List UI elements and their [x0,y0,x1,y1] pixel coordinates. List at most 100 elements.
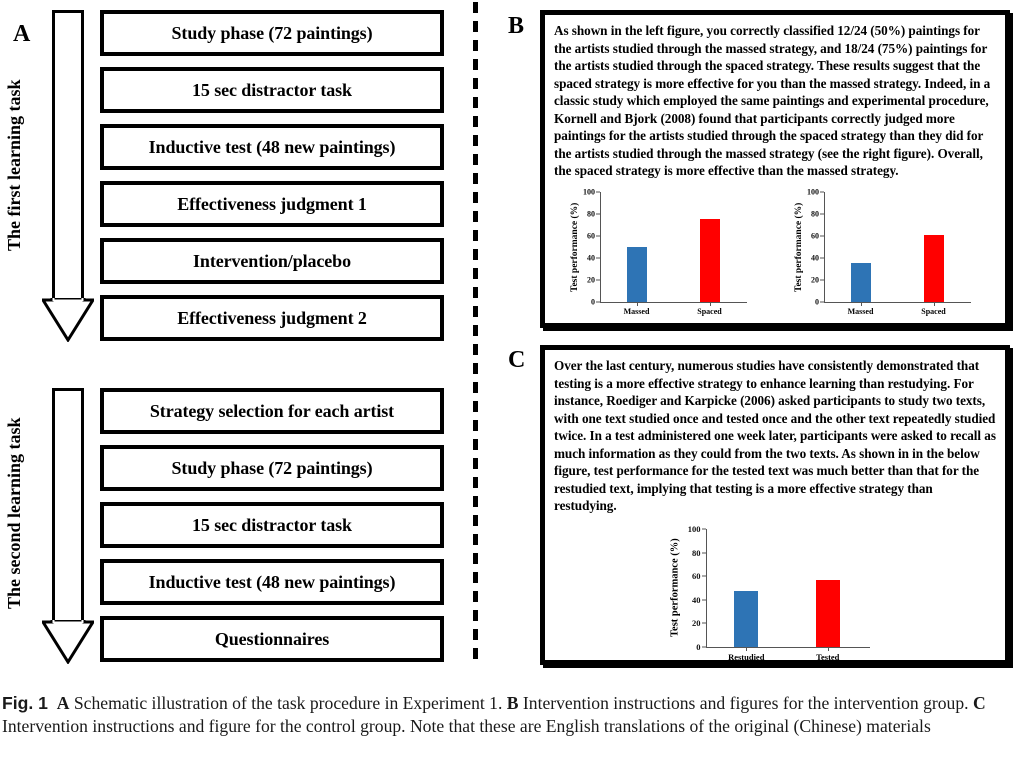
y-tick-label: 20 [587,275,595,285]
x-tick-mark [933,301,935,306]
y-tick-mark [596,213,600,215]
x-tick-label: Massed [623,306,650,316]
arrow-head-icon [42,298,94,342]
y-axis-label: Test performance (%) [669,538,680,638]
y-tick-mark [701,622,706,624]
caption-c-letter: C [972,693,986,713]
x-tick-label: Massed [847,306,874,316]
y-tick-mark [701,575,706,577]
panel-a-letter: A [13,21,31,47]
bar [815,579,840,647]
arrow-head-icon [42,620,94,664]
y-tick-label: 0 [696,641,701,652]
step-box[interactable]: 15 sec distractor task [100,67,444,113]
panel-b-letter: B [508,13,525,39]
bar [699,219,720,302]
x-tick-mark [709,301,711,306]
y-tick-mark [596,235,600,237]
y-tick-label: 40 [811,253,819,263]
y-tick-label: 80 [587,209,595,219]
second-task-step-list: Strategy selection for each artist Study… [100,388,444,673]
y-tick-label: 20 [811,275,819,285]
y-tick-label: 40 [587,253,595,263]
y-tick-label: 100 [583,187,595,197]
x-tick-mark [746,646,748,651]
y-tick-mark [820,257,824,259]
caption-c-text: Intervention instructions and figure for… [2,716,931,737]
step-box[interactable]: Intervention/placebo [100,238,444,284]
step-box[interactable]: Effectiveness judgment 2 [100,295,444,341]
caption-fig-label: Fig. 1 [2,693,48,713]
plot-area [705,528,870,648]
y-tick-label: 40 [692,594,701,605]
figure-caption: Fig. 1 A Schematic illustration of the t… [2,692,1028,738]
y-tick-label: 100 [687,523,701,534]
y-tick-mark [820,235,824,237]
y-tick-label: 100 [807,187,819,197]
y-tick-mark [596,279,600,281]
plot-area [824,191,971,303]
figure-1: A The first learning task Study phase (7… [0,0,1010,736]
y-tick-label: 0 [591,297,595,307]
y-tick-mark [820,213,824,215]
y-tick-mark [701,528,706,530]
step-box[interactable]: Study phase (72 paintings) [100,445,444,491]
y-tick-mark [701,552,706,554]
panel-a: A The first learning task Study phase (7… [0,0,470,690]
y-tick-label: 60 [587,231,595,241]
caption-b-text: Intervention instructions and figures fo… [522,693,969,713]
x-tick-mark [636,301,638,306]
y-tick-mark [820,191,824,193]
caption-a-letter: A [56,693,70,713]
y-tick-mark [596,257,600,259]
plot-area [600,191,747,303]
y-tick-mark [701,599,706,601]
panel-c-text: Over the last century, numerous studies … [554,358,996,514]
step-box[interactable]: 15 sec distractor task [100,502,444,548]
y-tick-label: 0 [815,297,819,307]
y-axis-label: Test performance (%) [570,202,580,292]
first-learning-task-flow: The first learning task Study phase (72 … [0,10,470,342]
x-tick-label: Spaced [921,306,946,316]
y-tick-mark [596,191,600,193]
panel-divider [473,2,478,666]
panel-b: As shown in the left figure, you correct… [540,10,1010,328]
bar [923,234,944,302]
x-tick-label: Restudied [728,651,765,662]
step-box[interactable]: Strategy selection for each artist [100,388,444,434]
step-box[interactable]: Inductive test (48 new paintings) [100,124,444,170]
x-tick-mark [860,301,862,306]
x-tick-mark [827,646,829,651]
step-box[interactable]: Study phase (72 paintings) [100,10,444,56]
bar [734,591,759,647]
x-tick-label: Tested [816,651,840,662]
y-tick-label: 20 [692,618,701,629]
first-task-step-list: Study phase (72 paintings) 15 sec distra… [100,10,444,352]
second-learning-task-flow: The second learning task Strategy select… [0,388,470,664]
y-tick-mark [820,301,824,303]
bar [626,246,647,302]
panel-c: Over the last century, numerous studies … [540,345,1010,665]
y-tick-mark [820,279,824,281]
panel-c-letter: C [508,347,526,373]
caption-a-text: Schematic illustration of the task proce… [73,693,503,713]
y-tick-mark [596,301,600,303]
y-axis-label: Test performance (%) [794,202,804,292]
y-tick-label: 60 [811,231,819,241]
y-tick-label: 80 [811,209,819,219]
bar [850,263,871,302]
panel-b-text: As shown in the left figure, you correct… [554,23,991,179]
step-box[interactable]: Effectiveness judgment 1 [100,181,444,227]
y-tick-label: 60 [692,571,701,582]
y-tick-label: 80 [692,547,701,558]
caption-b-letter: B [506,693,519,713]
step-box[interactable]: Questionnaires [100,616,444,662]
x-tick-label: Spaced [697,306,722,316]
y-tick-mark [701,646,706,648]
step-box[interactable]: Inductive test (48 new paintings) [100,559,444,605]
